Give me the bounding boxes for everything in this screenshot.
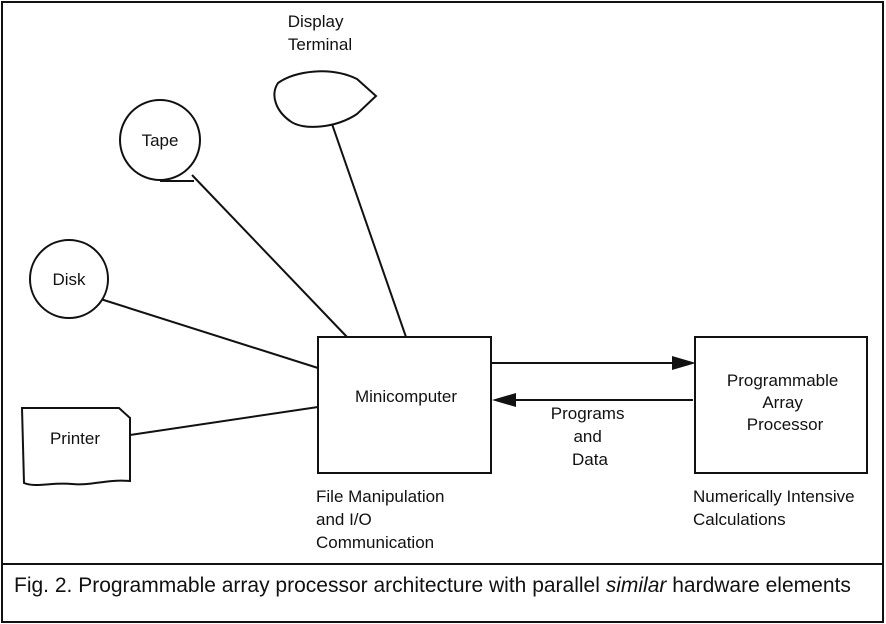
arrow-to-minicomputer-head: [492, 393, 516, 407]
display-terminal-shape: [273, 70, 378, 128]
array-processor-label: Programmable Array Processor: [727, 371, 843, 434]
disk-label: Disk: [52, 270, 86, 289]
array-processor-box: [694, 336, 868, 474]
figure-caption: Fig. 2. Programmable array processor arc…: [14, 574, 880, 598]
disk-shape: [29, 239, 109, 319]
minicomputer-role-label: File Manipulation and I/O Communication: [316, 487, 449, 552]
display-terminal-label: Display Terminal: [288, 12, 352, 54]
caption-text-end: hardware elements: [666, 574, 851, 597]
processor-role-label: Numerically Intensive Calculations: [693, 487, 859, 529]
caption-text: Fig. 2. Programmable array processor arc…: [14, 574, 606, 597]
minicomputer-box: [317, 336, 492, 474]
printer-label: Printer: [50, 429, 100, 448]
minicomputer-label: Minicomputer: [355, 387, 457, 406]
printer-connector: [129, 406, 319, 436]
tape-connector: [191, 174, 348, 338]
caption-emphasis: similar: [605, 574, 667, 597]
tape-label: Tape: [142, 131, 179, 150]
arrow-to-processor-head: [672, 356, 696, 370]
terminal-connector: [331, 123, 407, 338]
disk-connector: [90, 295, 319, 369]
printer-shape: [20, 407, 131, 486]
programs-and-data-label: Programs and Data: [551, 404, 629, 469]
